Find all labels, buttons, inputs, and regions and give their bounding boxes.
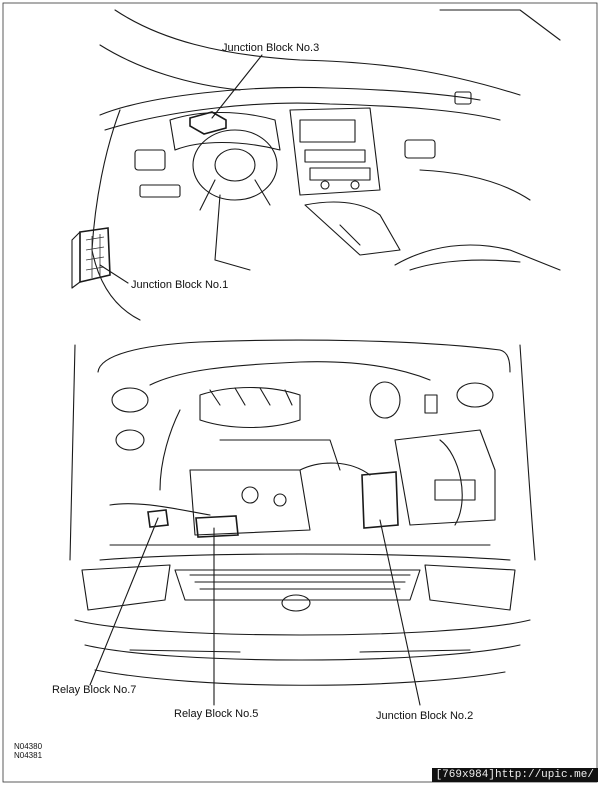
- figure-code-1: N04380: [14, 742, 43, 751]
- junction-block-2-part: [361, 471, 399, 529]
- label-junction-block-2: Junction Block No.2: [376, 710, 474, 722]
- figure-code-2: N04381: [14, 751, 43, 760]
- label-junction-block-1: Junction Block No.1: [131, 279, 229, 291]
- dashboard-illustration: [71, 9, 561, 321]
- label-relay-block-5: Relay Block No.5: [174, 708, 259, 720]
- junction-block-1-part: [71, 227, 111, 289]
- label-junction-block-3: Junction Block No.3: [222, 42, 320, 54]
- watermark: [769x984]http://upic.me/: [431, 768, 598, 782]
- relay-block-5-part: [195, 515, 239, 538]
- engine-bay-illustration: [69, 339, 536, 706]
- junction-block-3-part: [189, 111, 227, 135]
- relay-block-7-part: [147, 509, 169, 528]
- label-relay-block-7: Relay Block No.7: [52, 684, 137, 696]
